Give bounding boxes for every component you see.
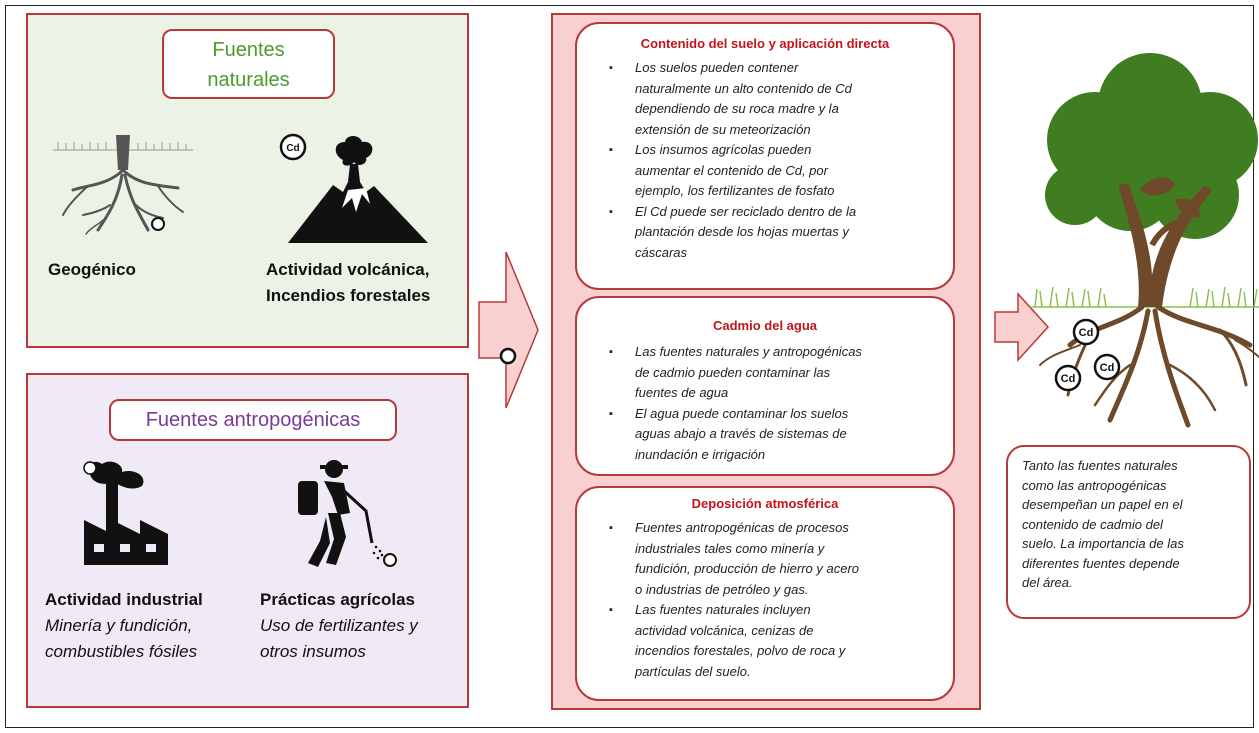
- bullet-list: Las fuentes naturales y antropogénicasde…: [577, 342, 876, 465]
- section-heading: Cadmio del agua: [712, 318, 818, 333]
- section-water-cadmium: Cadmio del agua Las fuentes naturales y …: [575, 296, 955, 476]
- natural-sources-title: Fuentes naturales: [162, 29, 335, 99]
- flow-arrow-left: [478, 251, 539, 409]
- bullet-list: Fuentes antropogénicas de procesosindust…: [577, 518, 873, 682]
- list-item: El Cd puede ser reciclado dentro de lapl…: [609, 202, 856, 264]
- industrial-label: Actividad industrial Minería y fundición…: [45, 587, 255, 665]
- anthropogenic-sources-panel: Fuentes antropogénicas Actividad industr…: [26, 373, 469, 708]
- section-heading: Deposición atmosférica: [691, 496, 839, 511]
- section-heading: Contenido del suelo y aplicación directa: [640, 36, 890, 51]
- industrial-line2: combustibles fósiles: [45, 642, 198, 661]
- list-item: Las fuentes naturales y antropogénicasde…: [609, 342, 862, 404]
- natural-sources-panel: Fuentes naturales Geogénico Cd: [26, 13, 469, 348]
- agricultural-label: Prácticas agrícolas Uso de fertilizantes…: [260, 587, 470, 665]
- agri-line1: Uso de fertilizantes y: [260, 616, 418, 635]
- natural-title-line2: naturales: [207, 69, 290, 91]
- cd-symbol: Cd: [1100, 362, 1115, 374]
- summary-caption: Tanto las fuentes naturales como las ant…: [1006, 445, 1251, 619]
- volcanic-line1: Actividad volcánica,: [266, 260, 430, 279]
- volcanic-label: Actividad volcánica, Incendios forestales: [266, 257, 430, 309]
- list-item: El agua puede contaminar los suelosaguas…: [609, 404, 862, 466]
- section-atmospheric-deposition: Deposición atmosférica Fuentes antropogé…: [575, 486, 955, 701]
- cd-symbol: Cd: [286, 143, 299, 154]
- volcanic-line2: Incendios forestales: [266, 286, 431, 305]
- sprayer-icon: [298, 460, 397, 567]
- list-item: Fuentes antropogénicas de procesosindust…: [609, 518, 859, 600]
- section-soil-content: Contenido del suelo y aplicación directa…: [575, 22, 955, 290]
- industrial-title: Actividad industrial: [45, 590, 203, 609]
- geogenic-label: Geogénico: [48, 260, 136, 279]
- cd-symbol: Cd: [1061, 373, 1076, 385]
- cacao-tree-illustration: Cd Cd Cd: [1030, 53, 1259, 428]
- agri-title: Prácticas agrícolas: [260, 590, 415, 609]
- volcano-icon: Cd: [279, 133, 428, 243]
- flow-arrow-right: [994, 292, 1050, 362]
- anthropogenic-sources-title: Fuentes antropogénicas: [109, 399, 397, 441]
- roots-icon: [53, 135, 193, 235]
- industrial-line1: Minería y fundición,: [45, 616, 193, 635]
- caption-text: Tanto las fuentes naturales como las ant…: [1022, 458, 1184, 590]
- factory-icon: [83, 461, 168, 565]
- cd-symbol: Cd: [1079, 327, 1094, 339]
- pathways-panel: Contenido del suelo y aplicación directa…: [551, 13, 981, 710]
- natural-title-line1: Fuentes: [212, 39, 285, 61]
- list-item: Las fuentes naturales incluyenactividad …: [609, 600, 859, 682]
- agri-line2: otros insumos: [260, 642, 366, 661]
